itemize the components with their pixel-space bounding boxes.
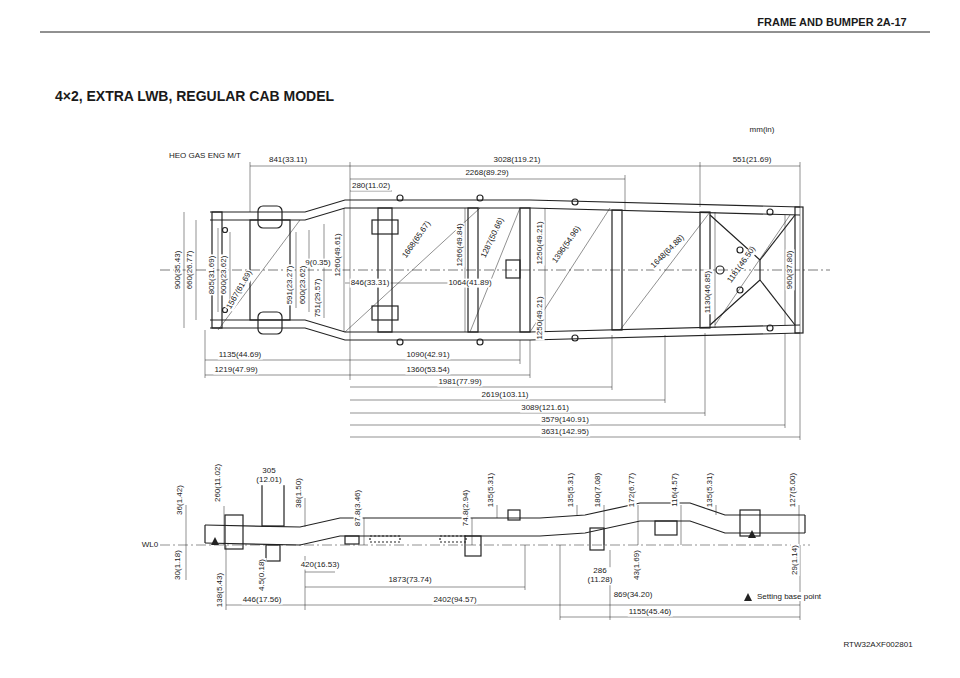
dimension-label: 286 (11.28) — [582, 567, 618, 585]
dimension-label: 4.5(0.18) — [258, 558, 267, 592]
dimension-label: 2268(89.29) — [464, 169, 509, 178]
dimension-label: 805(31.69) — [208, 255, 217, 296]
dimension-label: 9(0.35) — [304, 259, 331, 268]
dimension-label: 135(5.31) — [487, 472, 496, 508]
dimension-label: 36(1.42) — [176, 484, 185, 516]
dimension-label: 1135(44.69) — [218, 351, 263, 360]
dimension-label: 1396(54.96) — [550, 224, 583, 266]
dimension-label: 869(34.20) — [613, 591, 654, 600]
dimension-label: 1090(42.91) — [405, 351, 450, 360]
dimension-label: 1668(65.67) — [400, 219, 433, 261]
legend-text: Setting base point — [757, 592, 821, 601]
dimension-label: 3089(121.61) — [520, 404, 570, 413]
dimension-label: 2402(94.57) — [432, 596, 477, 605]
dimension-label: 591(23.27) — [286, 265, 295, 306]
dimension-label: 29(1.14) — [791, 544, 800, 576]
dimension-label: 87.8(3.46) — [354, 489, 363, 527]
dimension-label: 116(4.57) — [671, 472, 680, 508]
header-rule — [40, 32, 930, 33]
dimension-label: RTW32AXF002801 — [842, 641, 913, 650]
dimension-label: 172(6.77) — [628, 472, 637, 508]
dimension-label: 1873(73.74) — [387, 576, 432, 585]
dimension-label: 551(21.69) — [732, 156, 773, 165]
dimension-label: 420(16.53) — [300, 561, 341, 570]
dimension-label: 600(23.62) — [220, 255, 229, 296]
water-line — [160, 545, 810, 546]
dimension-label: 841(33.11) — [268, 156, 308, 165]
dimension-label: 305 (12.01) — [251, 467, 287, 485]
dimension-label: 2619(103.11) — [481, 391, 530, 400]
dimension-label: 180(7.08) — [594, 472, 603, 508]
dimension-label: 280(11.02) — [351, 182, 391, 191]
dimension-label: 1648(64.88) — [649, 233, 687, 271]
dimension-label: 3579(140.91) — [540, 416, 590, 425]
base-point-triangles — [211, 530, 756, 545]
page-title: 4×2, EXTRA LWB, REGULAR CAB MODEL — [55, 88, 334, 104]
dimension-label: 1250(49.21) — [536, 220, 545, 265]
dimension-label: mm(in) — [749, 126, 776, 135]
dimension-label: 846(33.31) — [350, 279, 391, 288]
dimension-label: 3631(142.95) — [540, 428, 590, 437]
dimension-label: 1155(45.46) — [628, 608, 673, 617]
dimension-label: 600(23.62) — [299, 265, 308, 306]
page-header: FRAME AND BUMPER 2A-17 — [756, 16, 907, 28]
dimension-label: 1266(49.84) — [456, 222, 465, 267]
dimension-label: 1360(53.54) — [405, 366, 450, 375]
dimension-label: 900(35.43) — [174, 250, 183, 291]
dimension-label: 660(26.77) — [186, 250, 195, 291]
dimension-label: 127(5.00) — [789, 472, 798, 508]
dimension-label: 446(17.56) — [242, 596, 283, 605]
dimension-label: 43(1.69) — [633, 549, 642, 581]
dimension-label: 1130(46.85) — [704, 270, 713, 315]
dimension-label: 751(29.57) — [314, 278, 323, 319]
dimension-label: 1287(50.66) — [479, 216, 506, 261]
dimension-label: WL0 — [141, 541, 159, 550]
dimension-lines — [184, 162, 800, 440]
dimension-label: 138(5.43) — [216, 572, 225, 608]
dimension-label: 260(11.02) — [214, 463, 223, 503]
dimension-label: 1260(49.61) — [334, 232, 343, 277]
dimension-label: 960(37.80) — [786, 250, 795, 291]
dimension-label: HEO GAS ENG M/T — [168, 152, 242, 161]
dimension-label: 135(5.31) — [706, 472, 715, 508]
dimension-label: 38(1.50) — [295, 477, 304, 509]
dimension-label: 135(5.31) — [567, 472, 576, 508]
dimension-label: 1219(47.99) — [213, 366, 258, 375]
dimension-label: 3028(119.21) — [493, 156, 542, 165]
dimension-label: 74.8(2.94) — [462, 489, 471, 527]
dimension-label: 1064(41.89) — [447, 279, 492, 288]
dimension-label: 1250(49.21) — [536, 295, 545, 340]
dimension-label: 1181(46.50) — [726, 244, 759, 286]
dimension-label: 1981(77.99) — [437, 378, 482, 387]
dimension-label: 30(1.18) — [174, 549, 183, 581]
legend-symbol — [744, 593, 752, 601]
